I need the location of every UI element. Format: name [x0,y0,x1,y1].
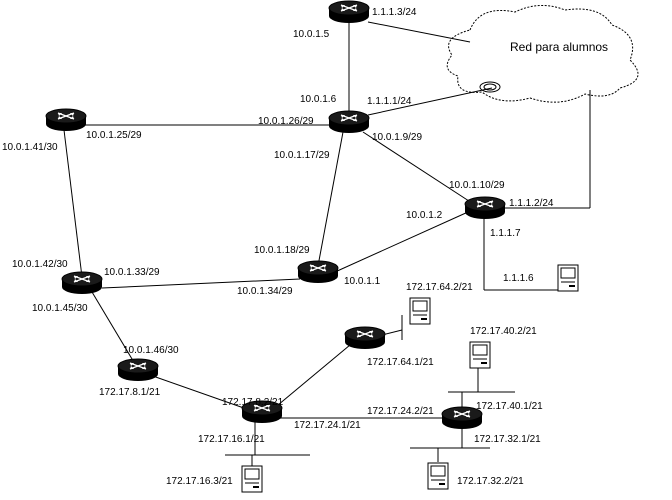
pc-b2-up-icon [469,341,491,369]
label-r-top-down: 10.0.1.5 [293,29,330,40]
label-rr-left: 10.0.1.2 [406,210,443,221]
label-rc-up: 10.0.1.6 [300,94,337,105]
label-rs-down: 172.17.8.1/21 [99,387,161,398]
pc-bottom-left-icon [241,465,263,493]
label-rl-right: 10.0.1.25/29 [86,130,142,141]
label-rb1-right: 172.17.24.1/21 [294,420,361,431]
link-center-middle [317,131,344,267]
label-rb1-up: 172.17.8.2/21 [222,397,284,408]
label-rs-up: 10.0.1.46/30 [123,345,179,356]
links [63,12,591,468]
label-rx-right: 172.17.64.1/21 [367,357,434,368]
router-south-icon [117,358,159,382]
label-rb2-down: 172.17.32.1/21 [474,434,541,445]
label-rw-right: 10.0.1.33/29 [104,267,160,278]
router-west-icon [61,271,103,295]
label-pc-x-ip: 172.17.64.2/21 [406,282,473,293]
link-top-cloud [367,21,471,43]
link-west-south [91,291,136,365]
label-pc-right-ip: 1.1.1.6 [503,273,534,284]
link-south-b1 [149,374,259,414]
label-rc-right: 10.0.1.9/29 [372,132,422,143]
label-rr-up: 10.0.1.10/29 [449,180,505,191]
label-pc-b2-ip: 172.17.40.2/21 [470,326,537,337]
router-middle-icon [297,260,339,284]
label-r-top-ip: 1.1.1.3/24 [372,7,417,18]
label-rb2-up: 172.17.40.1/21 [476,401,543,412]
label-rc-cloud: 1.1.1.1/24 [367,96,412,107]
pc-right-icon [557,264,579,292]
link-left-west [63,129,83,278]
cloud-port-icon [479,81,501,93]
label-pc-b3-ip: 172.17.32.2/21 [457,476,524,487]
router-center-icon [328,110,370,134]
label-rl-down: 10.0.1.41/30 [2,142,58,153]
link-center-right [362,131,473,204]
link-center-cloud [367,87,493,116]
label-rc-left: 10.0.1.26/29 [258,116,314,127]
router-top-icon [328,0,370,24]
label-rb1-left: 172.17.16.1/21 [198,434,265,445]
label-rm-right: 10.0.1.1 [344,276,381,287]
label-rr-down: 1.1.1.7 [490,228,521,239]
link-middle-right [334,211,469,273]
label-rb2-left: 172.17.24.2/21 [367,406,434,417]
cloud-red-para-alumnos: Red para alumnos [446,5,639,103]
label-rm-left: 10.0.1.34/29 [237,286,293,297]
label-rw-up: 10.0.1.42/30 [12,259,68,270]
label-rr-cloud: 1.1.1.2/24 [509,198,554,209]
label-pc-bl-ip: 172.17.16.3/21 [166,476,233,487]
cloud-label: Red para alumnos [510,40,608,54]
label-rm-up: 10.0.1.18/29 [254,245,310,256]
address-labels: 1.1.1.3/24 10.0.1.5 10.0.1.6 1.1.1.1/24 … [2,7,554,487]
pc-x-icon [409,297,431,325]
label-rc-down: 10.0.1.17/29 [274,150,330,161]
router-left-icon [45,108,87,132]
link-b1-x [271,344,351,411]
router-right-icon [464,196,506,220]
pc-b2-down-icon [427,462,449,490]
router-x-icon [344,326,386,350]
link-west-middle [101,278,301,289]
label-rw-down: 10.0.1.45/30 [32,303,88,314]
